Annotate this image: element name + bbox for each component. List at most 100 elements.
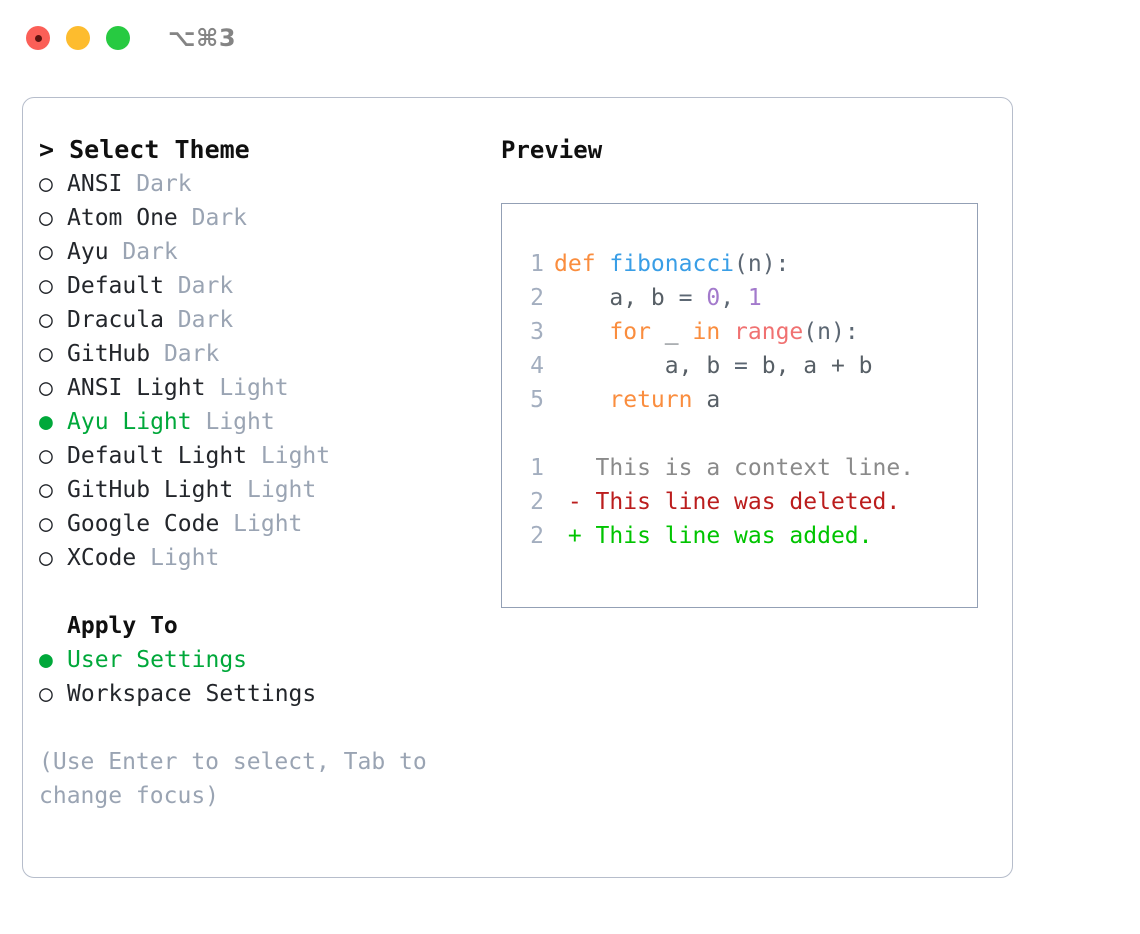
line-number: 4: [530, 353, 544, 379]
theme-option-10[interactable]: ○Google Code Light: [39, 507, 489, 541]
theme-option-label: Ayu Light: [67, 409, 206, 435]
theme-option-kind: Dark: [177, 273, 234, 299]
apply-to-option-1[interactable]: ○ Workspace Settings: [39, 677, 489, 711]
theme-option-0[interactable]: ○ANSI Dark: [39, 167, 489, 201]
code-line: 1 def fibonacci(n):: [516, 247, 971, 281]
apply-to-list[interactable]: ● User Settings ○ Workspace Settings: [39, 643, 489, 711]
radio-unselected-icon: ○: [39, 273, 53, 299]
radio-selected-icon: ●: [39, 409, 53, 435]
code-token-punc: =: [734, 353, 762, 379]
diff-line-number: 2: [530, 523, 544, 549]
theme-option-label: Google Code: [67, 511, 234, 537]
code-token-kw: return: [554, 387, 707, 413]
theme-option-kind: Dark: [136, 171, 192, 197]
theme-option-8[interactable]: ○ Default Light Light: [39, 439, 489, 473]
diff-text-add: + This line was added.: [554, 523, 873, 549]
code-line: 4 a, b = b, a + b: [516, 349, 971, 383]
preview-title: Preview: [501, 136, 603, 164]
theme-option-3[interactable]: ○ Default Dark: [39, 269, 489, 303]
apply-to-option-0[interactable]: ● User Settings: [39, 643, 489, 677]
theme-option-kind: Light: [247, 477, 317, 503]
theme-option-label: Atom One: [67, 205, 192, 231]
line-number: 5: [530, 387, 544, 413]
theme-option-kind: Dark: [163, 341, 220, 367]
theme-option-2[interactable]: ○Ayu Dark: [39, 235, 489, 269]
code-token-var: b, a + b: [761, 353, 873, 379]
theme-option-label: Default Light: [67, 443, 261, 469]
theme-option-4[interactable]: ○ Dracula Dark: [39, 303, 489, 337]
code-token-num: 0: [706, 285, 721, 311]
recording-indicator-icon: [35, 35, 42, 42]
code-token-kw: in: [692, 319, 735, 345]
theme-option-label: ANSI Light: [67, 375, 220, 401]
theme-option-7[interactable]: ●Ayu Light Light: [39, 405, 489, 439]
code-token-var: a: [706, 387, 721, 413]
code-token-punc: (n):: [803, 319, 859, 345]
theme-option-label: GitHub Light: [67, 477, 248, 503]
theme-option-1[interactable]: ○ Atom One Dark: [39, 201, 489, 235]
line-number: 1: [530, 251, 544, 277]
theme-option-label: Ayu: [67, 239, 123, 265]
code-token-kw: for: [554, 319, 665, 345]
theme-option-label: XCode: [67, 545, 151, 571]
code-token-fn: fibonacci: [609, 251, 735, 277]
code-token-bi: range: [734, 319, 804, 345]
code-token-var: a, b: [554, 353, 735, 379]
code-text: a, b = 0, 1: [554, 285, 762, 311]
apply-to-option-label: User Settings: [67, 647, 248, 673]
line-number: 2: [530, 285, 544, 311]
theme-option-label: Default: [67, 273, 178, 299]
code-text: for _ in range(n):: [554, 319, 859, 345]
theme-option-kind: Light: [233, 511, 303, 537]
code-token-var: _: [664, 319, 693, 345]
radio-unselected-icon: ○: [39, 375, 53, 401]
radio-unselected-icon: ○: [39, 205, 53, 231]
radio-selected-icon: ●: [39, 647, 53, 673]
code-line: 3 for _ in range(n):: [516, 315, 971, 349]
theme-option-5[interactable]: ○GitHub Dark: [39, 337, 489, 371]
theme-option-kind: Light: [260, 443, 331, 469]
diff-line: 2 - This line was deleted.: [516, 485, 971, 519]
theme-option-label: ANSI: [67, 171, 137, 197]
diff-line: 1 This is a context line.: [516, 451, 971, 485]
radio-unselected-icon: ○: [39, 681, 53, 707]
diff-line-number: 2: [530, 489, 544, 515]
title-bar: ⌥⌘3: [0, 0, 1140, 76]
diff-line: 2 + This line was added.: [516, 519, 971, 553]
diff-text-del: - This line was deleted.: [554, 489, 901, 515]
minimize-button[interactable]: [66, 26, 90, 50]
select-theme-header: > Select Theme: [39, 135, 250, 164]
radio-unselected-icon: ○: [39, 477, 53, 503]
diff-text-ctx: This is a context line.: [554, 455, 915, 481]
maximize-button[interactable]: [106, 26, 130, 50]
code-line: 2 a, b = 0, 1: [516, 281, 971, 315]
apply-to-section: Apply To ● User Settings ○ Workspace Settin…: [39, 609, 489, 711]
left-column: > Select Theme ○ANSI Dark○Atom One Dark○…: [39, 133, 489, 813]
theme-option-kind: Dark: [177, 307, 234, 333]
theme-option-label: Dracula: [67, 307, 178, 333]
apply-to-header: Apply To: [67, 613, 178, 639]
theme-option-kind: Dark: [191, 205, 248, 231]
theme-option-6[interactable]: ○ANSI Light Light: [39, 371, 489, 405]
main-panel: > Select Theme ○ANSI Dark○Atom One Dark○…: [22, 97, 1013, 878]
diff-line-number: 1: [530, 455, 544, 481]
window-title: ⌥⌘3: [168, 24, 237, 52]
radio-unselected-icon: ○: [39, 239, 53, 265]
theme-list[interactable]: ○ANSI Dark○Atom One Dark○Ayu Dark○Defaul…: [39, 167, 489, 575]
code-text: a, b = b, a + b: [554, 353, 873, 379]
code-token-num: 1: [747, 285, 762, 311]
code-token-punc: (n):: [734, 251, 790, 277]
code-token-kw: def: [554, 251, 610, 277]
theme-option-9[interactable]: ○ GitHub Light Light: [39, 473, 489, 507]
code-token-punc: =: [678, 285, 707, 311]
radio-unselected-icon: ○: [39, 307, 53, 333]
code-text: def fibonacci(n):: [554, 251, 789, 277]
theme-option-11[interactable]: ○XCode Light: [39, 541, 489, 575]
radio-unselected-icon: ○: [39, 341, 53, 367]
apply-to-option-label: Workspace Settings: [67, 681, 317, 707]
radio-unselected-icon: ○: [39, 443, 53, 469]
